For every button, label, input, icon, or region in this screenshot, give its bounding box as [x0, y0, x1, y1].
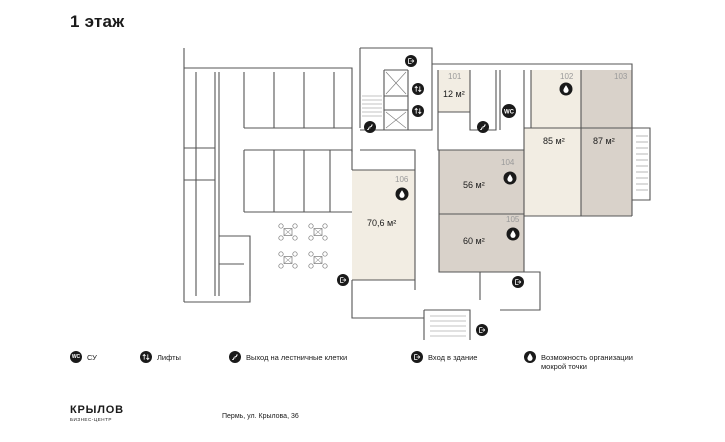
lift-shafts — [385, 71, 407, 129]
room-area: 87 м² — [593, 136, 615, 146]
wc-icon: WC — [502, 104, 516, 118]
exit-icon — [404, 54, 418, 68]
legend-label: Возможность организации мокрой точки — [541, 353, 633, 371]
legend-wet-point: Возможность организации мокрой точки — [524, 351, 659, 371]
brand-logo: КРЫЛОВ БИЗНЕС-ЦЕНТР — [70, 404, 124, 422]
stairs-icon — [229, 351, 241, 363]
brand-name: КРЫЛОВ — [70, 404, 124, 416]
exit-icon — [511, 275, 525, 289]
room-area: 60 м² — [463, 236, 485, 246]
lift-icon — [411, 104, 425, 118]
room-number: 103 — [614, 72, 628, 81]
room-area: 70,6 м² — [367, 218, 396, 228]
walls — [183, 47, 651, 340]
exit-icon — [475, 323, 489, 337]
legend-label: СУ — [87, 353, 97, 362]
stairs-icon — [476, 120, 490, 134]
water-drop-icon — [559, 82, 573, 96]
room-number: 102 — [560, 72, 574, 81]
brand-subtitle: БИЗНЕС-ЦЕНТР — [70, 417, 112, 422]
legend-lifts: Лифты — [140, 351, 181, 363]
legend-stairs: Выход на лестничные клетки — [229, 351, 347, 363]
water-drop-icon — [524, 351, 536, 363]
legend-label: Выход на лестничные клетки — [246, 353, 348, 362]
room-number: 104 — [501, 158, 515, 167]
wc-icon: WC — [70, 351, 82, 363]
room-number: 106 — [395, 175, 409, 184]
entrance-icon — [411, 351, 423, 363]
stair-lines — [362, 95, 648, 337]
room-85-fill — [524, 128, 581, 216]
water-drop-icon — [395, 187, 409, 201]
stairs-icon — [363, 120, 377, 134]
water-drop-icon — [506, 227, 520, 241]
room-area: 56 м² — [463, 180, 485, 190]
address: Пермь, ул. Крылова, 36 — [222, 413, 299, 420]
room-number: 101 — [448, 72, 462, 81]
legend-label: Вход в здание — [428, 353, 478, 362]
legend-entrance: Вход в здание — [411, 351, 477, 363]
room-102-fill — [531, 70, 581, 128]
room-103-fill — [581, 70, 632, 128]
room-101-fill — [438, 70, 470, 112]
svg-text:WC: WC — [504, 110, 515, 116]
exit-icon — [336, 273, 350, 287]
water-drop-icon — [503, 171, 517, 185]
lift-icon — [140, 351, 152, 363]
room-105-fill — [439, 214, 524, 272]
floor-plan: WC 101 12 м² 102 103 87 м² 85 м² 104 56 … — [183, 47, 651, 340]
room-87-fill — [581, 128, 632, 216]
lift-icon — [411, 82, 425, 96]
legend-label: Лифты — [157, 353, 181, 362]
legend-wc: WC СУ — [70, 351, 97, 363]
floor-title: 1 этаж — [70, 12, 125, 31]
room-area: 85 м² — [543, 136, 565, 146]
terrace-furniture — [278, 223, 328, 269]
room-area: 12 м² — [443, 89, 465, 99]
room-number: 105 — [506, 215, 520, 224]
